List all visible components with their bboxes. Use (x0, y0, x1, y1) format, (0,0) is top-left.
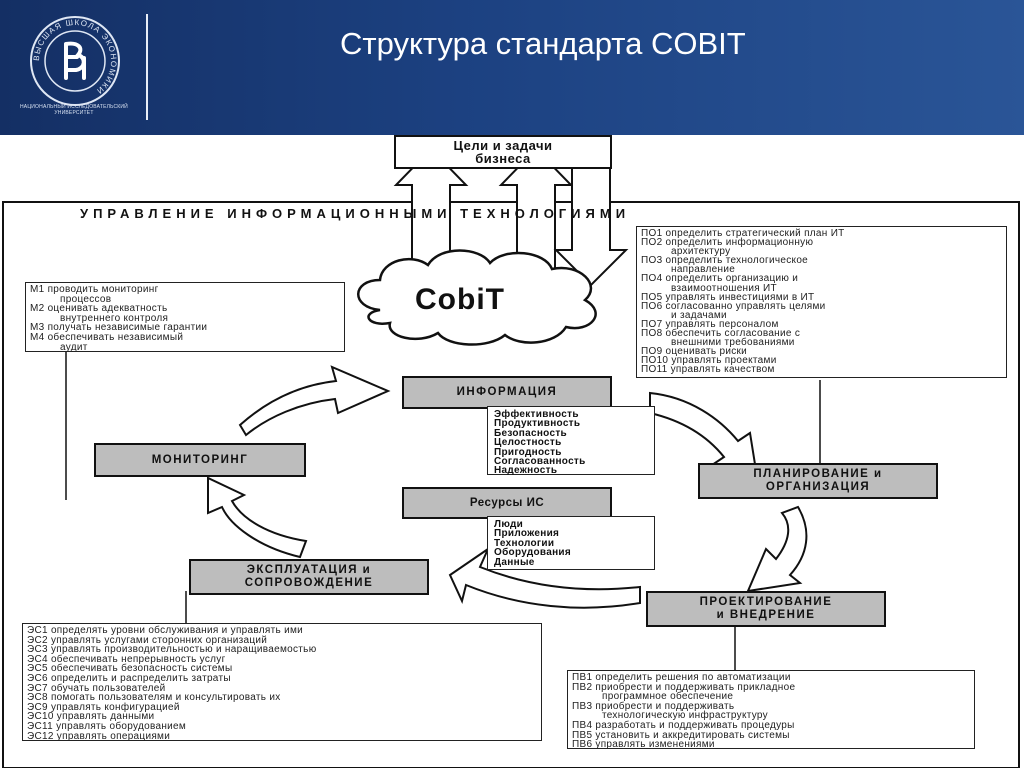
it-governance-label: УПРАВЛЕНИЕ ИНФОРМАЦИОННЫМИ ТЕХНОЛОГИЯМИ (80, 206, 631, 221)
list-item: ПВ3 приобрести и поддерживать (572, 700, 735, 712)
monitoring-processes-list: М1 проводить мониторинг процессов М2 оце… (25, 282, 345, 352)
list-item: ЭС4 обеспечивать непрерывность услуг (27, 653, 226, 665)
list-item: ПВ4 разработать и поддерживать процедуры (572, 719, 795, 731)
list-item: Безопасность (494, 427, 567, 439)
design-box: ПРОЕКТИРОВАНИЕ и ВНЕДРЕНИЕ (646, 591, 886, 627)
business-goals-line2: бизнеса (475, 151, 531, 166)
information-label: ИНФОРМАЦИЯ (456, 386, 558, 398)
list-item: процессов (60, 293, 112, 305)
list-item: Пригодность (494, 446, 562, 458)
list-item: Технологии (494, 537, 555, 549)
governance-frame (2, 201, 1020, 768)
list-item: Оборудования (494, 547, 572, 559)
header-divider (146, 14, 148, 120)
design-line2: и ВНЕДРЕНИЕ (716, 609, 816, 621)
arrow-design-to-operations (448, 546, 641, 609)
resources-box: Ресурсы ИС (402, 487, 612, 519)
list-item: ПВ2 приобрести и поддерживать прикладное (572, 681, 796, 693)
list-item: ЭС5 обеспечивать безопасность системы (27, 663, 233, 675)
list-item: и задачами (671, 309, 727, 321)
list-item: М1 проводить мониторинг (30, 284, 159, 295)
planning-line1: ПЛАНИРОВАНИЕ и (753, 468, 883, 480)
list-item: ЭС2 управлять услугами сторонних организ… (27, 634, 268, 646)
list-item: ЭС3 управлять производительностью и нара… (27, 644, 317, 656)
list-item: Эффективность (494, 409, 579, 420)
operations-line2: СОПРОВОЖДЕНИЕ (244, 577, 374, 589)
business-goals-line1: Цели и задачи (453, 138, 553, 153)
list-item: Согласованность (494, 456, 586, 468)
list-item: взаимоотношения ИТ (671, 282, 777, 294)
university-logo-icon: ВЫСШАЯ ШКОЛА ЭКОНОМИКИ (30, 16, 120, 106)
list-item: ЭС12 управлять операциями (27, 730, 171, 742)
list-item: архитектуру (671, 246, 731, 258)
list-item: ЭС1 определять уровни обслуживания и упр… (27, 625, 304, 636)
logo-caption: НАЦИОНАЛЬНЫЙ ИССЛЕДОВАТЕЛЬСКИЙ УНИВЕРСИТ… (20, 104, 128, 116)
list-item: Данные (494, 556, 535, 568)
resources-list: Люди Приложения Технологии Оборудования … (487, 516, 655, 570)
list-item: М4 обеспечивать независимый (30, 331, 184, 343)
cobit-cloud-icon (357, 249, 597, 346)
list-item: ПО1 определить стратегический план ИТ (641, 228, 845, 239)
slide-header: ВЫСШАЯ ШКОЛА ЭКОНОМИКИ НАЦИОНАЛЬНЫЙ ИССЛ… (0, 0, 1024, 135)
list-item: технологическую инфраструктуру (602, 710, 768, 722)
list-item: программное обеспечение (602, 691, 734, 703)
list-item: ПВ6 управлять изменениями (572, 739, 715, 751)
arrow-monitoring-to-information (238, 365, 391, 437)
list-item: ПО7 управлять персоналом (641, 318, 779, 330)
list-item: внутреннего контроля (60, 312, 169, 324)
information-box: ИНФОРМАЦИЯ (402, 376, 612, 409)
list-item: ПВ1 определить решения по автоматизации (572, 672, 791, 683)
list-item: ПО6 согласованно управлять целями (641, 300, 826, 312)
list-item: Люди (494, 519, 524, 530)
operations-line1: ЭКСПЛУАТАЦИЯ и (246, 564, 372, 576)
list-item: ЭС11 управлять оборудованием (27, 720, 187, 732)
list-item: ПО4 определить организацию и (641, 273, 799, 285)
list-item: ПВ5 установить и аккредитировать системы (572, 729, 790, 741)
list-item: ПО8 обеспечить согласование с (641, 328, 801, 340)
list-item: направление (671, 264, 736, 276)
list-item: ПО3 определить технологическое (641, 255, 809, 267)
list-item: внешними требованиями (671, 337, 795, 349)
list-item: Целостность (494, 437, 562, 449)
planning-line2: ОРГАНИЗАЦИЯ (765, 481, 871, 493)
list-item: аудит (60, 341, 88, 353)
operations-processes-list: ЭС1 определять уровни обслуживания и упр… (22, 623, 542, 741)
arrow-planning-to-design (746, 505, 808, 593)
monitoring-label: МОНИТОРИНГ (151, 453, 249, 466)
diagram-graphics (2, 147, 1020, 768)
list-item: ПО9 оценивать риски (641, 346, 748, 358)
monitoring-box: МОНИТОРИНГ (94, 443, 306, 477)
list-item: ПО2 определить информационную (641, 237, 814, 249)
list-item: ЭС7 обучать пользователей (27, 682, 166, 694)
list-item: Приложения (494, 528, 560, 540)
arrow-operations-to-monitoring (207, 476, 308, 559)
planning-processes-list: ПО1 определить стратегический план ИТ ПО… (636, 226, 1007, 378)
list-item: ЭС8 помогать пользователям и консультиро… (27, 692, 281, 704)
design-processes-list: ПВ1 определить решения по автоматизации … (567, 670, 975, 749)
list-item: Надежность (494, 465, 558, 477)
business-goals-box: Цели и задачи бизнеса (394, 135, 612, 169)
list-item: ЭС10 управлять данными (27, 711, 155, 723)
list-item: Продуктивность (494, 418, 581, 430)
design-line1: ПРОЕКТИРОВАНИЕ (699, 596, 833, 608)
operations-box: ЭКСПЛУАТАЦИЯ и СОПРОВОЖДЕНИЕ (189, 559, 429, 595)
cobit-diagram: Цели и задачи бизнеса УПРАВЛЕНИЕ ИНФОРМА… (0, 135, 1024, 768)
list-item: М3 получать независимые гарантии (30, 322, 208, 334)
list-item: ЭС6 определить и распределить затраты (27, 672, 231, 684)
information-criteria-list: Эффективность Продуктивность Безопасност… (487, 406, 655, 477)
list-item: ПО10 управлять проектами (641, 355, 777, 367)
list-item: М2 оценивать адекватность (30, 303, 168, 315)
resources-label: Ресурсы ИС (469, 496, 545, 509)
down-arrow-right (553, 160, 629, 287)
cobit-label: CobiT (415, 283, 505, 316)
list-item: ПО11 управлять качеством (641, 364, 775, 376)
list-item: ЭС9 управлять конфигурацией (27, 701, 180, 713)
planning-box: ПЛАНИРОВАНИЕ и ОРГАНИЗАЦИЯ (698, 463, 938, 499)
list-item: ПО5 управлять инвестициями в ИТ (641, 291, 815, 303)
slide-title: Структура стандарта COBIT (340, 26, 746, 61)
